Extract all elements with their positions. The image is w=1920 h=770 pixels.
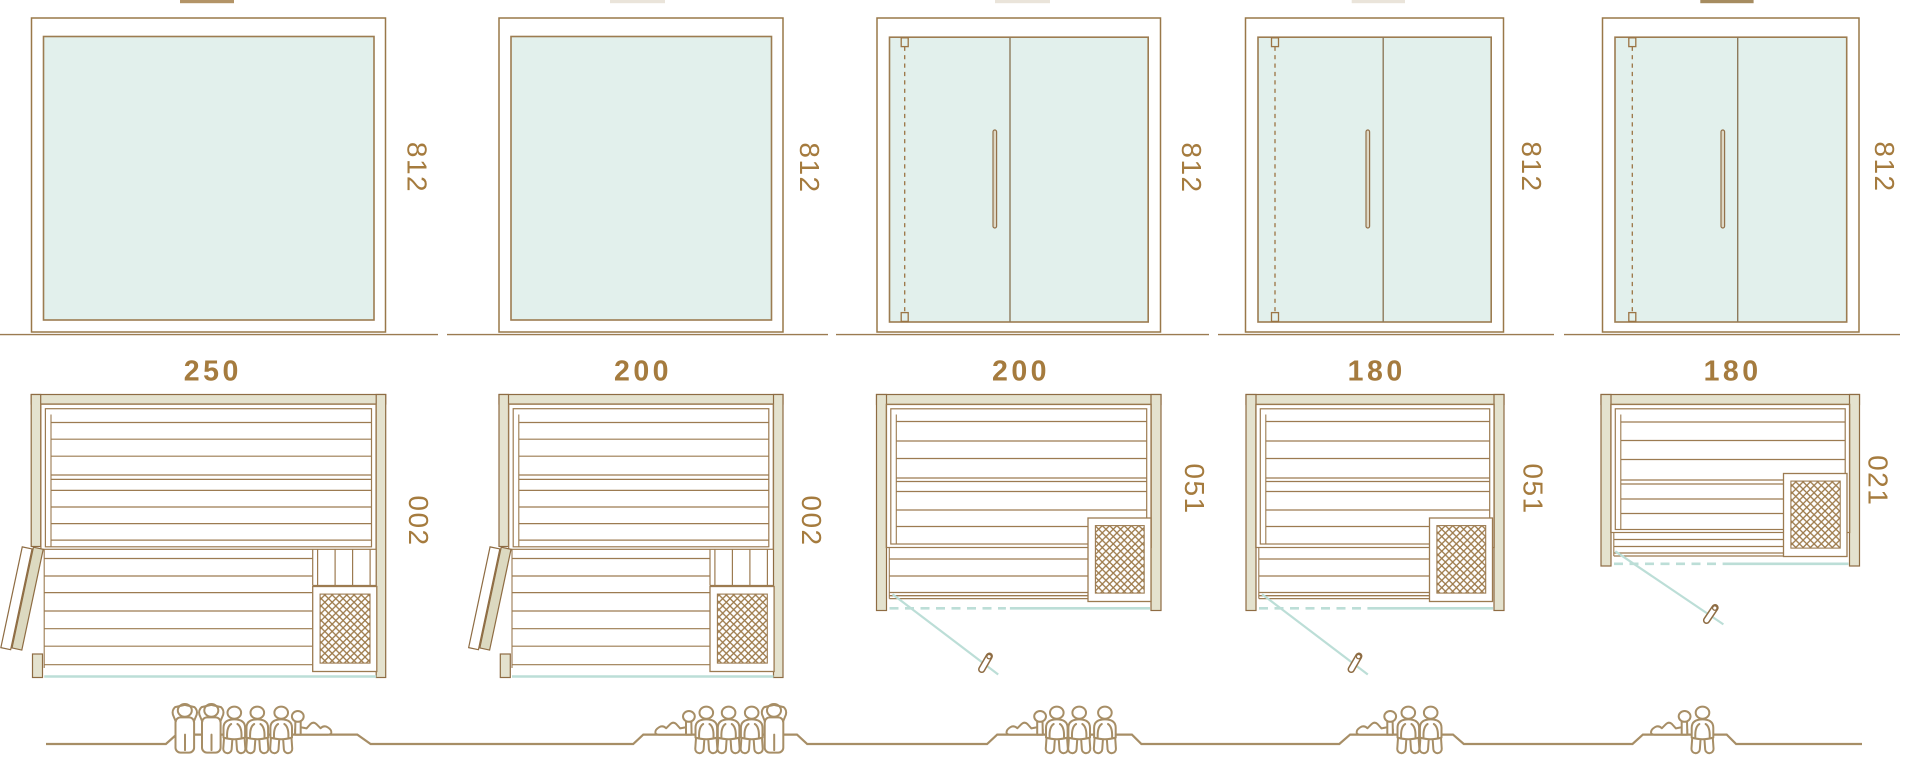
svg-text:180: 180: [1348, 355, 1406, 387]
svg-text:812: 812: [402, 142, 433, 193]
svg-text:812: 812: [1869, 141, 1900, 192]
svg-text:002: 002: [403, 495, 434, 546]
svg-text:021: 021: [1863, 455, 1894, 506]
svg-text:200: 200: [992, 355, 1050, 387]
svg-text:002: 002: [796, 495, 827, 546]
svg-text:812: 812: [1176, 142, 1207, 193]
svg-text:200: 200: [614, 355, 672, 387]
svg-text:250: 250: [184, 355, 242, 387]
svg-text:812: 812: [1516, 141, 1547, 192]
svg-text:051: 051: [1518, 463, 1549, 514]
svg-text:051: 051: [1179, 463, 1210, 514]
svg-text:812: 812: [794, 142, 825, 193]
svg-text:180: 180: [1704, 355, 1762, 387]
